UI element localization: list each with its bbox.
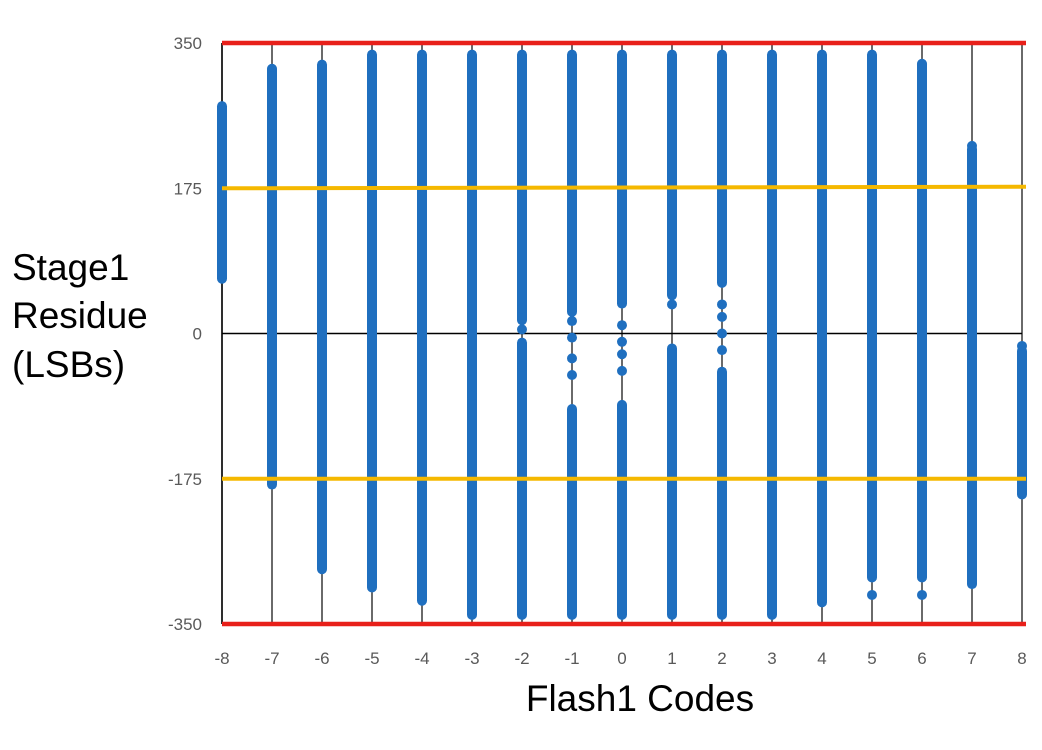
data-point <box>567 370 577 380</box>
x-tick-label: -4 <box>414 649 429 668</box>
x-tick-label: 5 <box>867 649 876 668</box>
x-tick-label: 6 <box>917 649 926 668</box>
x-tick-label: 1 <box>667 649 676 668</box>
data-point <box>567 332 577 343</box>
data-point <box>867 589 877 600</box>
data-point <box>467 390 477 401</box>
x-tick-label: -1 <box>564 649 579 668</box>
data-point <box>717 311 727 322</box>
data-point <box>617 336 627 347</box>
x-tick-label: 3 <box>767 649 776 668</box>
data-point <box>767 316 777 327</box>
x-tick-label: -2 <box>514 649 529 668</box>
data-point <box>417 365 427 376</box>
x-tick-label: 8 <box>1017 649 1026 668</box>
y-tick-label: -350 <box>168 615 202 634</box>
data-point <box>717 299 727 310</box>
x-tick-label: -7 <box>264 649 279 668</box>
data-point <box>717 345 727 356</box>
data-point <box>767 324 777 335</box>
y-axis-title-line-2: Residue <box>12 295 148 336</box>
data-point <box>517 382 527 393</box>
x-tick-label: 7 <box>967 649 976 668</box>
data-point <box>567 316 577 327</box>
x-tick-label: -8 <box>214 649 229 668</box>
reference-lines <box>221 40 1027 627</box>
y-axis-title-line-1: Stage1 <box>12 247 129 288</box>
y-tick-label: 175 <box>174 179 202 198</box>
x-tick-label: -3 <box>464 649 479 668</box>
data-point <box>617 365 627 376</box>
data-point <box>267 71 277 82</box>
data-point <box>667 349 677 360</box>
data-point <box>717 328 727 339</box>
data-point <box>1017 340 1027 351</box>
data-point <box>567 353 577 364</box>
threshold-line <box>221 184 1027 191</box>
data-point <box>517 361 527 372</box>
data-point <box>517 324 527 335</box>
y-tick-label: 350 <box>174 34 202 53</box>
y-tick-label: -175 <box>168 470 202 489</box>
y-tick-labels: 350 175 0 -175 -350 <box>168 34 202 634</box>
data-columns <box>217 49 1027 620</box>
data-point <box>517 303 527 314</box>
x-tick-label: -5 <box>364 649 379 668</box>
x-axis-title: Flash1 Codes <box>526 678 754 719</box>
data-point <box>967 140 977 151</box>
x-tick-label: 0 <box>617 649 626 668</box>
x-tick-label: -6 <box>314 649 329 668</box>
data-point <box>917 58 927 69</box>
data-point <box>467 365 477 376</box>
y-tick-label: 0 <box>193 325 202 344</box>
x-tick-labels: -8 -7 -6 -5 -4 -3 -2 -1 0 1 2 3 4 5 6 7 8 <box>214 649 1026 668</box>
data-point <box>267 129 277 140</box>
data-point <box>617 349 627 360</box>
x-tick-label: 4 <box>817 649 826 668</box>
x-tick-label: 2 <box>717 649 726 668</box>
data-point <box>917 589 927 600</box>
data-point <box>667 382 677 393</box>
y-axis-title-line-3: (LSBs) <box>12 344 125 385</box>
data-point <box>667 299 677 310</box>
data-point <box>617 320 627 331</box>
